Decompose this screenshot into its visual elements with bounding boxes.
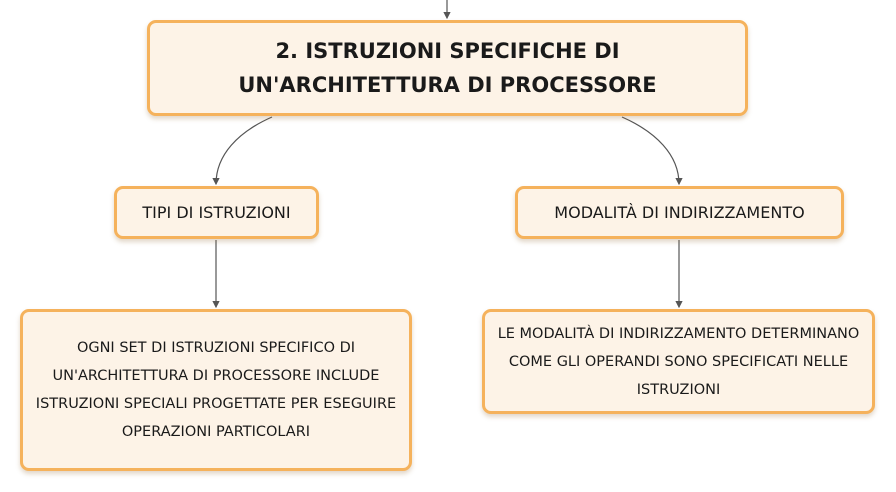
connector-root-tipi	[212, 116, 273, 186]
node-root-text: 2. ISTRUZIONI SPECIFICHE DI UN'ARCHITETT…	[238, 39, 657, 97]
node-le-text: LE MODALITÀ DI INDIRIZZAMENTO DETERMINAN…	[497, 325, 860, 398]
connector-root-modalita	[621, 116, 683, 186]
node-modalita-di-indirizzamento[interactable]: MODALITÀ DI INDIRIZZAMENTO	[515, 186, 844, 239]
node-ogni-set-di-istruzioni[interactable]: OGNI SET DI ISTRUZIONI SPECIFICO DI UN'A…	[20, 309, 412, 471]
node-tipi-text: TIPI DI ISTRUZIONI	[142, 202, 291, 222]
node-ogni-text: OGNI SET DI ISTRUZIONI SPECIFICO DI UN'A…	[35, 340, 397, 440]
node-le-modalita[interactable]: LE MODALITÀ DI INDIRIZZAMENTO DETERMINAN…	[482, 309, 875, 414]
node-modalita-text: MODALITÀ DI INDIRIZZAMENTO	[554, 202, 805, 222]
node-tipi-di-istruzioni[interactable]: TIPI DI ISTRUZIONI	[114, 186, 319, 239]
node-root[interactable]: 2. ISTRUZIONI SPECIFICHE DI UN'ARCHITETT…	[147, 20, 748, 116]
